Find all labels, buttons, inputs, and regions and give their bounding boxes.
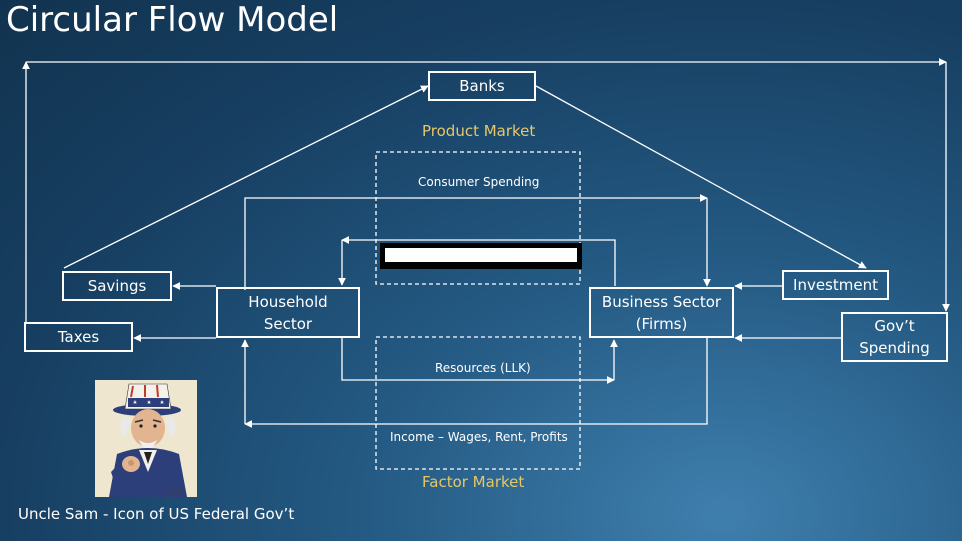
product-market-label: Product Market <box>422 122 536 140</box>
factor-market-box <box>375 336 581 470</box>
factor-market-label: Factor Market <box>422 473 525 491</box>
arrow-resources <box>341 338 615 384</box>
svg-text:J.M.Flagg: J.M.Flagg <box>164 489 184 494</box>
slide-title: Circular Flow Model <box>6 0 339 40</box>
arrow-savings-banks <box>63 85 429 269</box>
business-sector-node: Business Sector (Firms) <box>589 287 734 338</box>
banks-node: Banks <box>428 71 536 101</box>
consumer-spending-label: Consumer Spending <box>418 175 540 189</box>
arrow-consumer-spending <box>244 194 708 290</box>
product-market-box <box>375 151 581 285</box>
household-sector-node: Household Sector <box>216 287 360 338</box>
arrow-banks-investment <box>535 85 867 269</box>
income-label: Income – Wages, Rent, Profits <box>390 430 568 444</box>
taxes-node: Taxes <box>24 322 133 352</box>
arrow-income <box>244 338 708 428</box>
govt-spending-node: Gov’t Spending <box>841 312 948 362</box>
investment-node: Investment <box>782 270 889 300</box>
uncle-sam-caption: Uncle Sam - Icon of US Federal Gov’t <box>18 505 295 523</box>
savings-node: Savings <box>62 271 172 301</box>
resources-label: Resources (LLK) <box>435 361 531 375</box>
redacted-label <box>380 243 582 269</box>
uncle-sam-poster-icon: J.M.Flagg <box>95 380 197 497</box>
arrow-goods <box>341 236 616 286</box>
